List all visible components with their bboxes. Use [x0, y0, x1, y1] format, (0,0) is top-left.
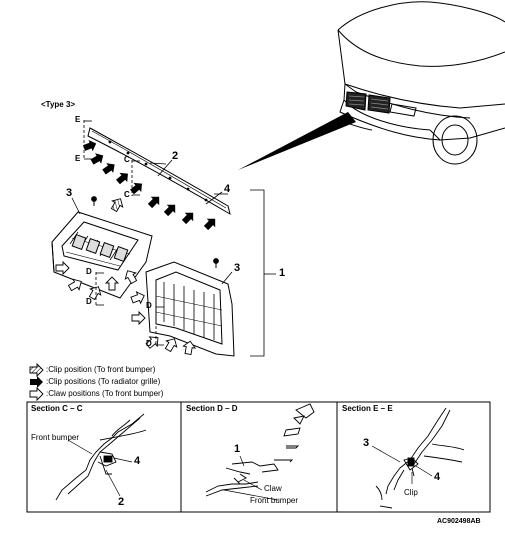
section-d-part-1: 1 — [234, 443, 241, 455]
section-e-part-4: 4 — [434, 471, 441, 483]
section-mark-e-top: E — [75, 115, 81, 124]
section-cut-lines — [83, 120, 228, 196]
section-c-leaders — [67, 439, 133, 497]
section-d-claw-label: Claw — [264, 484, 282, 493]
type-label: <Type 3> — [41, 100, 76, 109]
section-c-part-2: 2 — [118, 496, 125, 508]
section-c-part-4: 4 — [134, 455, 141, 467]
section-c-title: Section C – C — [31, 404, 83, 413]
part-leader-lines — [71, 159, 276, 357]
left-grille-half — [51, 196, 153, 299]
section-d-leaders — [223, 455, 279, 501]
section-e-drawing — [375, 407, 465, 509]
view-pointer-beam — [238, 112, 356, 170]
legend-filled-arrow-icon — [30, 376, 43, 388]
legend-clip-radiator-grille: :Clip positions (To radiator grille) — [46, 377, 161, 386]
vehicle-front-illustration — [337, 1, 505, 165]
section-mark-c-top: C — [124, 155, 130, 164]
legend-claw-front-bumper: :Claw positions (To front bumper) — [46, 389, 164, 398]
radiator-grille-clip-arrows — [81, 137, 220, 233]
section-mark-d-right-bottom: D — [146, 339, 152, 348]
vehicle-grille — [345, 91, 391, 114]
section-mark-d-right-top: D — [146, 301, 152, 310]
part-number-2: 2 — [172, 150, 179, 162]
section-e-title: Section E – E — [342, 404, 393, 413]
right-grille-half — [145, 258, 235, 357]
part-number-3-right: 3 — [234, 262, 241, 274]
section-d-front-bumper-label: Front bumper — [250, 496, 299, 505]
section-mark-c-bottom: C — [124, 190, 130, 199]
section-c-drawing — [55, 413, 147, 501]
garnish-clip-holes — [108, 140, 208, 202]
legend-hatched-arrow-icon — [29, 363, 44, 377]
section-boxes — [26, 401, 491, 513]
section-mark-d-left-top: D — [86, 267, 92, 276]
legend-outline-arrow-icon — [29, 387, 44, 401]
section-e-leaders — [371, 445, 433, 484]
section-d-drawing — [205, 403, 315, 497]
upper-garnish-bar — [87, 127, 231, 216]
section-mark-e-bottom: E — [75, 154, 81, 163]
part-number-3-left: 3 — [66, 187, 73, 199]
part-number-4: 4 — [224, 183, 231, 195]
section-e-clip-label: Clip — [404, 488, 418, 497]
section-e-part-3: 3 — [363, 437, 370, 449]
section-c-front-bumper-label: Front bumper — [31, 433, 80, 442]
legend-icons — [29, 363, 44, 401]
legend-clip-front-bumper: :Clip position (To front bumper) — [46, 365, 156, 374]
figure-code: AC902498AB — [437, 518, 481, 525]
section-d-marks — [95, 272, 164, 346]
part-number-1: 1 — [279, 267, 286, 279]
section-d-title: Section D – D — [186, 404, 238, 413]
section-mark-d-left-bottom: D — [86, 297, 92, 306]
